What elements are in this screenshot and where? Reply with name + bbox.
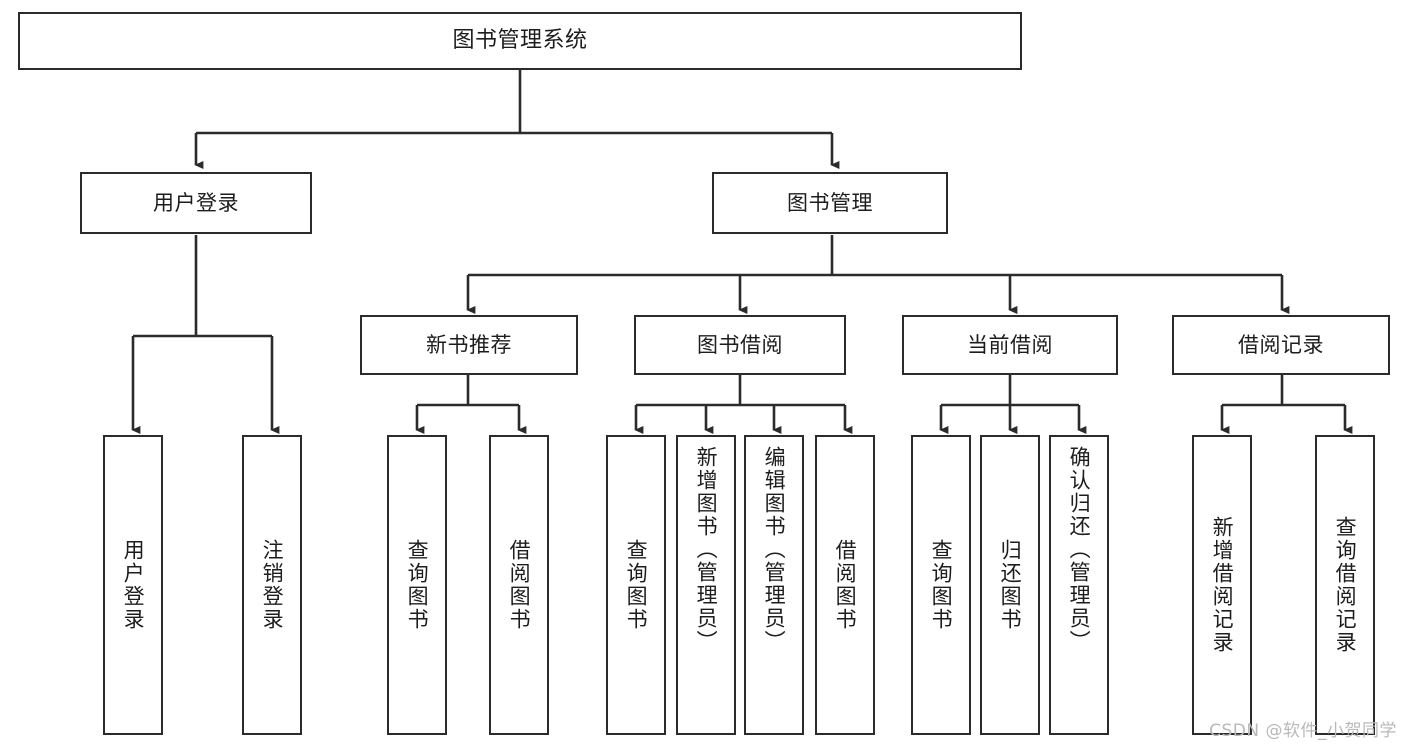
node-label: 借阅图书	[507, 539, 532, 631]
node-label: 确认归还（管理员）	[1067, 446, 1092, 653]
node-borrow-record[interactable]: 借阅记录	[1172, 315, 1390, 375]
node-book-management[interactable]: 图书管理	[712, 172, 948, 234]
node-label: 新书推荐	[426, 332, 512, 357]
node-label: 编辑图书（管理员）	[762, 446, 787, 653]
node-label: 图书管理	[787, 190, 873, 215]
leaf-current-confirm-return-admin[interactable]: 确认归还（管理员）	[1049, 435, 1109, 735]
leaf-record-query-record[interactable]: 查询借阅记录	[1315, 435, 1375, 735]
leaf-borrow-borrow-book[interactable]: 借阅图书	[815, 435, 875, 735]
leaf-borrow-add-book-admin[interactable]: 新增图书（管理员）	[676, 435, 736, 735]
leaf-user-login-logout[interactable]: 注销登录	[242, 435, 302, 735]
leaf-current-query-book[interactable]: 查询图书	[911, 435, 971, 735]
node-label: 归还图书	[998, 539, 1023, 631]
node-book-borrow[interactable]: 图书借阅	[634, 315, 846, 375]
leaf-record-add-record[interactable]: 新增借阅记录	[1192, 435, 1252, 735]
node-label: 新增借阅记录	[1210, 516, 1235, 654]
leaf-recommend-borrow-book[interactable]: 借阅图书	[489, 435, 549, 735]
node-label: 查询借阅记录	[1333, 516, 1358, 654]
leaf-borrow-query-book[interactable]: 查询图书	[606, 435, 666, 735]
node-label: 查询图书	[624, 539, 649, 631]
node-label: 图书管理系统	[452, 28, 588, 54]
node-label: 注销登录	[260, 539, 285, 631]
node-label: 借阅记录	[1238, 332, 1324, 357]
node-root-system[interactable]: 图书管理系统	[18, 12, 1022, 70]
node-label: 用户登录	[153, 190, 239, 215]
node-current-borrow[interactable]: 当前借阅	[902, 315, 1118, 375]
leaf-user-login-login[interactable]: 用户登录	[103, 435, 163, 735]
node-user-login[interactable]: 用户登录	[80, 172, 312, 234]
node-label: 查询图书	[405, 539, 430, 631]
leaf-current-return-book[interactable]: 归还图书	[980, 435, 1040, 735]
node-label: 借阅图书	[833, 539, 858, 631]
node-label: 用户登录	[121, 539, 146, 631]
csdn-watermark: CSDN @软件_小贺同学	[1209, 721, 1397, 741]
node-label: 图书借阅	[697, 332, 783, 357]
node-new-book-recommend[interactable]: 新书推荐	[360, 315, 578, 375]
node-label: 当前借阅	[967, 332, 1053, 357]
leaf-borrow-edit-book-admin[interactable]: 编辑图书（管理员）	[744, 435, 804, 735]
node-label: 查询图书	[929, 539, 954, 631]
leaf-recommend-query-book[interactable]: 查询图书	[387, 435, 447, 735]
node-label: 新增图书（管理员）	[694, 446, 719, 653]
